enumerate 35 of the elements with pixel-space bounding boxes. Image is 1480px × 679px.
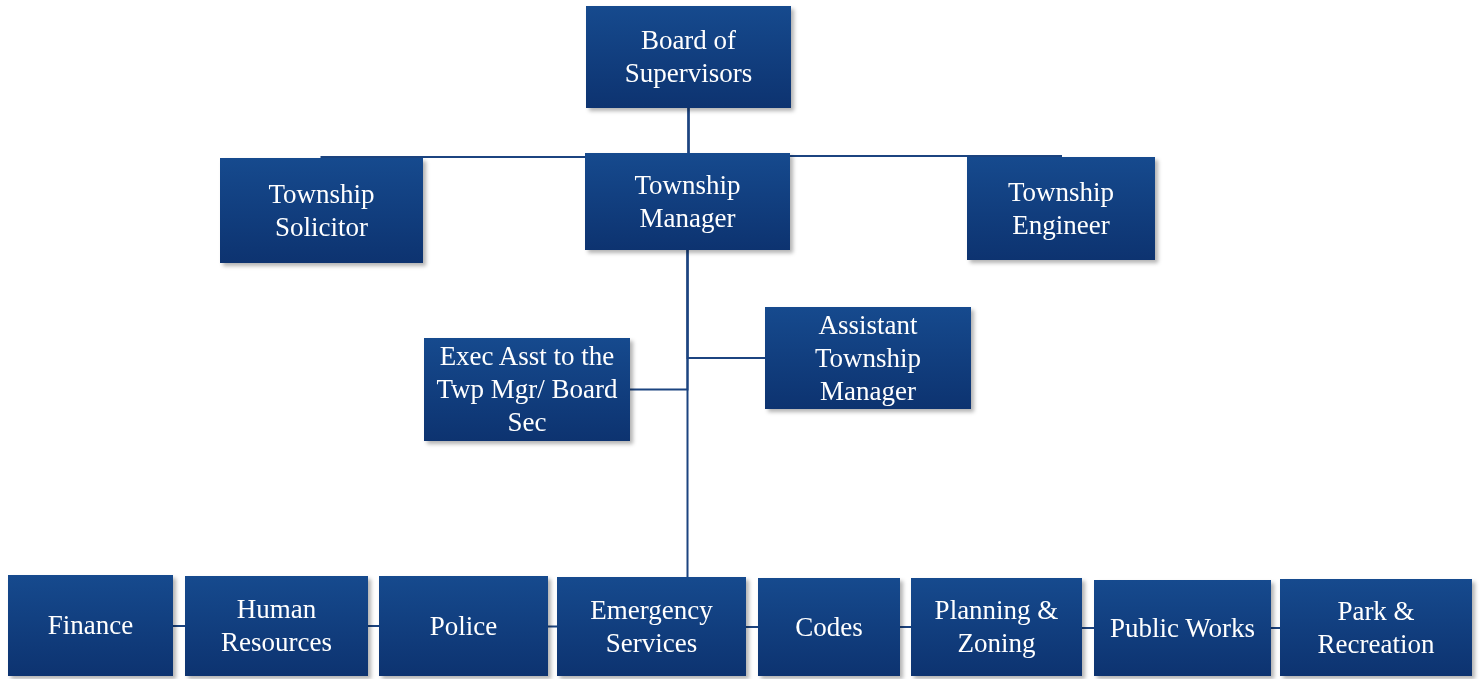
org-box [379,576,548,676]
connector-line [1081,627,1095,629]
org-box [967,157,1155,260]
connector-line [367,625,380,627]
box-label: Finance [47,609,134,642]
box-label: Human Resources [220,593,333,659]
org-box [911,578,1082,676]
org-box [585,153,790,250]
box-label: Codes [795,610,863,644]
box-label: Public Works [1109,611,1256,645]
org-box [758,578,900,676]
box-label: Emergency Services [589,593,714,660]
box-label: Board of Supervisors [623,24,754,90]
org-box [586,6,791,108]
box-label: Township Solicitor [267,177,376,244]
connector-line [547,625,558,628]
org-box [557,577,746,676]
org-box [8,575,173,676]
org-box [220,158,423,263]
connector-line [172,625,186,627]
box-label: Police [429,609,498,643]
org-box [1094,580,1271,676]
org-box [185,576,368,676]
box-label: Township Manager [633,168,742,235]
connector-line [686,249,689,578]
connector-line [745,626,759,628]
connector-line [899,626,912,628]
box-label: Exec Asst to the Twp Mgr/ Board Sec [435,340,619,439]
connector-line [1270,627,1281,629]
org-box [1280,579,1472,676]
box-label: Planning & Zoning [933,594,1060,660]
box-label: Park & Recreation [1316,594,1436,661]
box-label: Township Engineer [1006,175,1116,242]
box-label: Assistant Township Manager [813,308,923,408]
org-box [765,307,971,409]
